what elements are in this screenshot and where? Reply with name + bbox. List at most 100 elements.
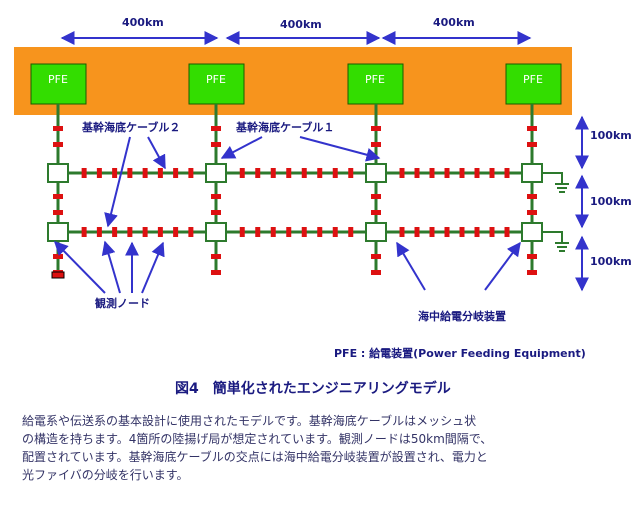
pfe-label: PFE bbox=[48, 73, 68, 86]
observation-node-marker bbox=[96, 227, 102, 237]
observation-node-marker bbox=[527, 126, 537, 131]
observation-node-marker bbox=[211, 254, 221, 259]
observation-node-label: 観測ノード bbox=[95, 296, 150, 310]
observation-node-marker bbox=[211, 270, 221, 275]
observation-node-marker bbox=[489, 168, 495, 178]
node-arrow-b bbox=[101, 240, 121, 294]
observation-node-marker bbox=[127, 227, 133, 237]
branch-arrow-b bbox=[484, 241, 521, 291]
cable-label-2: 基幹海底ケーブル２ bbox=[81, 120, 180, 134]
observation-node-marker bbox=[53, 126, 63, 131]
observation-node-marker bbox=[371, 126, 381, 131]
observation-node-marker bbox=[239, 227, 245, 237]
observation-node-marker bbox=[371, 210, 381, 215]
pfe-label: PFE bbox=[206, 73, 226, 86]
observation-node-marker bbox=[444, 227, 450, 237]
observation-node-marker bbox=[270, 227, 276, 237]
ground-symbol-1 bbox=[542, 172, 569, 193]
observation-node-marker bbox=[53, 194, 63, 199]
observation-node-marker bbox=[239, 168, 245, 178]
observation-node-marker bbox=[371, 254, 381, 259]
observation-node-marker bbox=[211, 210, 221, 215]
observation-node-marker bbox=[459, 168, 465, 178]
observation-node-marker bbox=[211, 194, 221, 199]
observation-node-marker bbox=[474, 168, 480, 178]
observation-node-marker bbox=[127, 168, 133, 178]
observation-node-marker bbox=[286, 168, 292, 178]
observation-node-marker bbox=[429, 227, 435, 237]
observation-node-marker bbox=[504, 227, 510, 237]
cable1-arrow-a bbox=[220, 136, 263, 159]
dimension-label-h1: 400km bbox=[122, 16, 164, 29]
observation-node-marker bbox=[173, 168, 179, 178]
figure-description: 給電系や伝送系の基本設計に使用されたモデルです。基幹海底ケーブルはメッシュ状 の… bbox=[22, 412, 622, 484]
observation-node-marker bbox=[527, 194, 537, 199]
observation-node-marker bbox=[286, 227, 292, 237]
figure-caption: 図4 簡単化されたエンジニアリングモデル bbox=[175, 381, 451, 397]
dimension-label-h2: 400km bbox=[280, 18, 322, 31]
observation-node-marker bbox=[81, 227, 87, 237]
observation-node-marker bbox=[301, 227, 307, 237]
pfe-box-3: PFE bbox=[347, 63, 404, 105]
observation-node-marker bbox=[371, 270, 381, 275]
observation-node-marker bbox=[399, 168, 405, 178]
observation-node-marker bbox=[270, 168, 276, 178]
branching-unit bbox=[205, 163, 227, 183]
observation-node-marker bbox=[317, 227, 323, 237]
observation-node-marker bbox=[112, 227, 118, 237]
observation-node-markers bbox=[51, 126, 537, 279]
observation-node-marker bbox=[489, 227, 495, 237]
land-station-band bbox=[14, 47, 572, 115]
branching-unit bbox=[365, 163, 387, 183]
branching-unit bbox=[205, 222, 227, 242]
description-line: の構造を持ちます。4箇所の陸揚げ局が想定されています。観測ノードは50km間隔で… bbox=[22, 432, 493, 446]
cable-end-marker bbox=[51, 271, 65, 279]
observation-node-marker bbox=[173, 227, 179, 237]
pfe-legend: PFE : 給電装置(Power Feeding Equipment) bbox=[334, 347, 586, 360]
branching-unit bbox=[47, 222, 69, 242]
observation-node-marker bbox=[301, 168, 307, 178]
description-line: 配置されています。基幹海底ケーブルの交点には海中給電分岐装置が設置され、電力と bbox=[22, 450, 488, 464]
observation-node-marker bbox=[429, 168, 435, 178]
branching-unit bbox=[521, 163, 543, 183]
observation-node-marker bbox=[399, 227, 405, 237]
observation-node-marker bbox=[211, 126, 221, 131]
observation-node-marker bbox=[527, 142, 537, 147]
pfe-box-1: PFE bbox=[30, 63, 87, 105]
branch-arrow-a bbox=[396, 241, 426, 291]
observation-node-marker bbox=[527, 254, 537, 259]
observation-node-marker bbox=[157, 168, 163, 178]
dimension-label-v2: 100km bbox=[590, 195, 632, 208]
ground-symbol-2 bbox=[542, 231, 569, 252]
observation-node-marker bbox=[348, 168, 354, 178]
observation-node-marker bbox=[371, 194, 381, 199]
observation-node-marker bbox=[188, 227, 194, 237]
pfe-label: PFE bbox=[365, 73, 385, 86]
branching-unit bbox=[47, 163, 69, 183]
dimension-label-h3: 400km bbox=[433, 16, 475, 29]
observation-node-marker bbox=[255, 168, 261, 178]
observation-node-marker bbox=[317, 168, 323, 178]
pfe-label: PFE bbox=[523, 73, 543, 86]
observation-node-marker bbox=[414, 227, 420, 237]
node-arrow-a bbox=[54, 241, 106, 294]
observation-node-marker bbox=[53, 210, 63, 215]
observation-node-marker bbox=[504, 168, 510, 178]
observation-node-marker bbox=[142, 168, 148, 178]
branching-unit-label: 海中給電分岐装置 bbox=[418, 309, 506, 323]
observation-node-marker bbox=[444, 168, 450, 178]
observation-node-marker bbox=[81, 168, 87, 178]
observation-node-marker bbox=[188, 168, 194, 178]
observation-node-marker bbox=[527, 270, 537, 275]
pfe-box-4: PFE bbox=[505, 63, 562, 105]
observation-node-marker bbox=[211, 142, 221, 147]
observation-node-marker bbox=[332, 168, 338, 178]
observation-node-marker bbox=[332, 227, 338, 237]
observation-node-marker bbox=[474, 227, 480, 237]
observation-node-marker bbox=[414, 168, 420, 178]
annotation-arrows bbox=[54, 136, 521, 294]
description-line: 給電系や伝送系の基本設計に使用されたモデルです。基幹海底ケーブルはメッシュ状 bbox=[22, 414, 477, 428]
observation-node-marker bbox=[348, 227, 354, 237]
dimension-label-v1: 100km bbox=[590, 129, 632, 142]
